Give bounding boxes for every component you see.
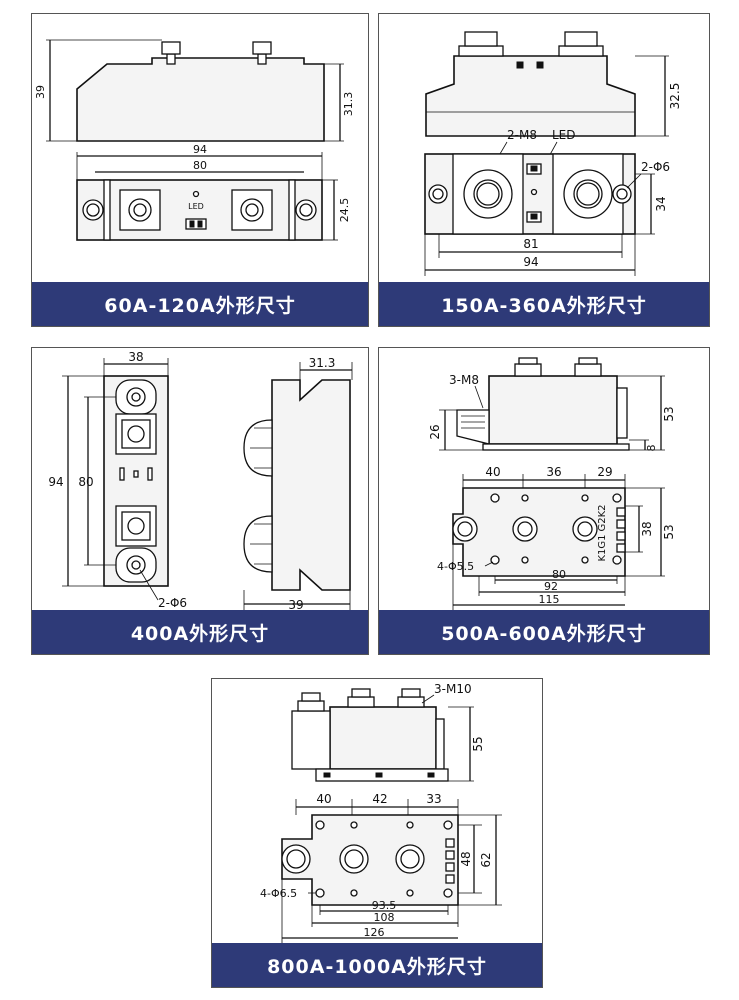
dim-length: 94 <box>193 143 207 156</box>
module-body-side <box>271 379 351 591</box>
dim-d2: 36 <box>546 465 561 479</box>
led-indicator <box>192 190 200 198</box>
panel-60a-120a: 39 31.3 94 80 LED 24.5 60A-120A外形尺寸 <box>31 13 369 327</box>
dim-inner: 80 <box>193 159 207 172</box>
module-body-side <box>488 375 618 445</box>
label-screw: 2-M8 <box>507 128 537 142</box>
label-pins-b: K1G1 <box>597 534 608 561</box>
dim-length: 94 <box>523 255 538 269</box>
dim-width: 34 <box>654 196 668 211</box>
dim-height2: 26 <box>428 424 442 439</box>
label-hole: 4-Φ5.5 <box>437 560 474 573</box>
label-hole: 4-Φ6.5 <box>260 887 297 900</box>
caption-150a-360a: 150A-360A外形尺寸 <box>379 282 709 326</box>
dim-height: 32.5 <box>668 83 682 110</box>
dim-inner: 80 <box>78 475 93 489</box>
led-indicator <box>530 188 538 196</box>
module-body-side <box>76 57 325 142</box>
label-led: LED <box>552 128 576 142</box>
dim-height: 39 <box>34 85 47 99</box>
dim-d3: 33 <box>426 792 441 806</box>
caption-400a: 400A外形尺寸 <box>32 610 368 654</box>
dim-foot: 8 <box>645 445 658 452</box>
caption-500a-600a: 500A-600A外形尺寸 <box>379 610 709 654</box>
dim-inner-w: 48 <box>459 851 473 866</box>
dim-d3: 29 <box>597 465 612 479</box>
dim-d1: 40 <box>485 465 500 479</box>
caption-60a-120a: 60A-120A外形尺寸 <box>32 282 368 326</box>
dim-d1: 40 <box>316 792 331 806</box>
dim-m2: 108 <box>374 911 395 924</box>
dim-length: 126 <box>364 926 385 939</box>
dim-height: 55 <box>471 736 485 751</box>
dim-width: 53 <box>662 524 676 539</box>
drawing-400a: 38 94 80 2-Φ6 31.3 39 <box>48 350 353 612</box>
dim-body-height: 31.3 <box>342 92 355 117</box>
label-hole: 2-Φ6 <box>641 160 670 174</box>
label-hole: 2-Φ6 <box>158 596 187 610</box>
dim-base: 39 <box>288 598 303 612</box>
panel-400a: 38 94 80 2-Φ6 31.3 39 400A外形尺寸 <box>31 347 369 655</box>
dim-depth: 31.3 <box>309 356 336 370</box>
dim-inner: 81 <box>523 237 538 251</box>
drawing-150a-360a: 32.5 2-M8 LED 2-Φ6 34 81 94 <box>424 31 682 276</box>
label-pins-a: G2K2 <box>597 504 608 531</box>
drawing-800a-1000a: 3-M10 55 40 42 33 4-Φ6.5 48 62 93.5 108 <box>260 682 502 943</box>
module-body-side <box>425 55 636 137</box>
caption-800a-1000a: 800A-1000A外形尺寸 <box>212 943 542 987</box>
dim-length: 115 <box>539 593 560 606</box>
module-body-top <box>281 814 459 906</box>
drawing-60a-120a: 39 31.3 94 80 LED 24.5 <box>34 39 355 241</box>
dim-d2: 42 <box>372 792 387 806</box>
module-body-side <box>329 706 437 770</box>
label-screw: 3-M8 <box>449 373 479 387</box>
panel-500a-600a: 3-M8 26 53 8 40 36 29 G2K2 K1G1 4-Φ5.5 <box>378 347 710 655</box>
label-led: LED <box>188 202 204 211</box>
dim-width: 38 <box>128 350 143 364</box>
dim-length: 94 <box>48 475 63 489</box>
dim-m1: 80 <box>552 568 566 581</box>
dim-m2: 92 <box>544 580 558 593</box>
panel-800a-1000a: 3-M10 55 40 42 33 4-Φ6.5 48 62 93.5 108 <box>211 678 543 988</box>
label-screw: 3-M10 <box>434 682 472 696</box>
panel-150a-360a: 32.5 2-M8 LED 2-Φ6 34 81 94 150A-360A外形尺… <box>378 13 710 327</box>
dim-m1: 93.5 <box>372 899 397 912</box>
drawing-500a-600a: 3-M8 26 53 8 40 36 29 G2K2 K1G1 4-Φ5.5 <box>428 357 676 610</box>
dim-height: 53 <box>662 406 676 421</box>
module-body-top <box>76 179 323 241</box>
dim-inner-w: 38 <box>640 521 654 536</box>
module-body-top <box>452 487 626 577</box>
dim-width: 24.5 <box>338 198 351 223</box>
dim-width: 62 <box>479 852 493 867</box>
